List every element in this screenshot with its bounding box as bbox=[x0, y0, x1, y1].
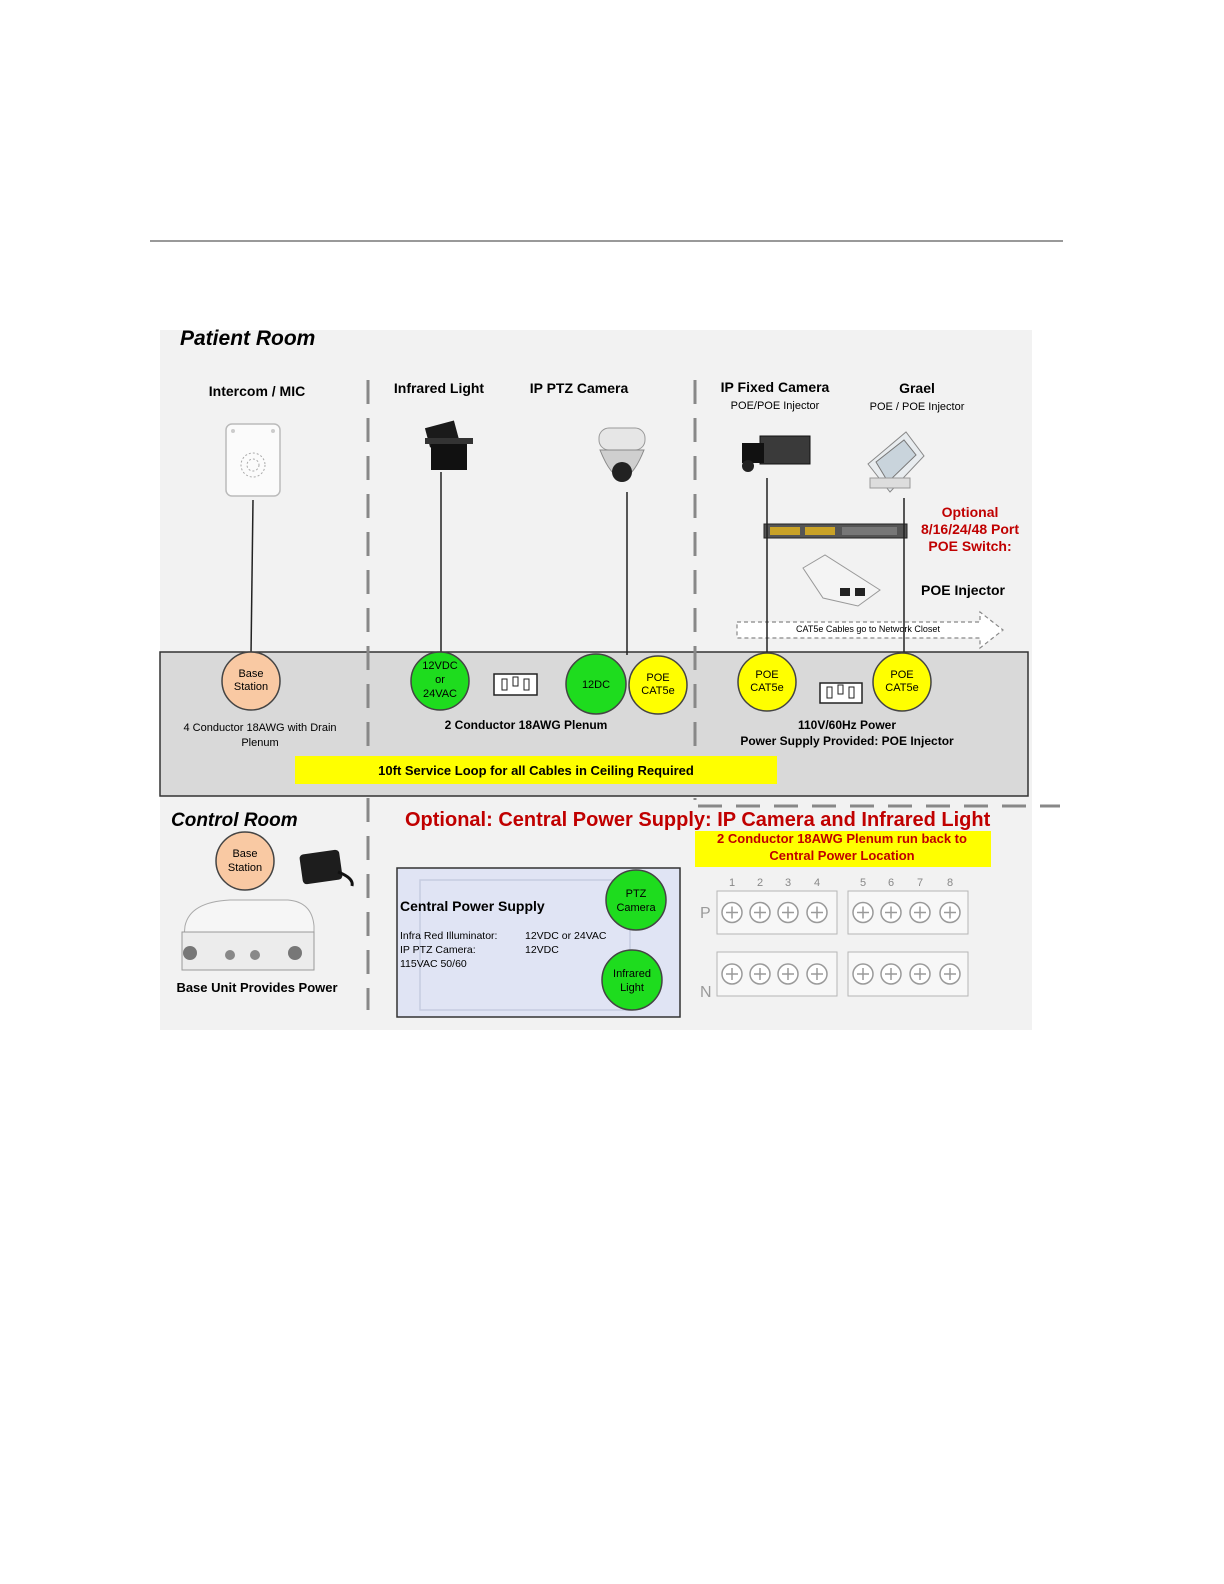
grael-label: Grael bbox=[899, 380, 935, 396]
central-power-box-title: Central Power Supply bbox=[400, 898, 545, 914]
cable-plenum-note: 2 Conductor 18AWG Plenum bbox=[445, 718, 608, 732]
spec-value-1: 12VDC or 24VAC bbox=[525, 930, 607, 942]
intercom-label: Intercom / MIC bbox=[209, 383, 305, 399]
poe-switch-icon bbox=[764, 524, 907, 538]
ceiling-poe-ptz-line1: POE bbox=[646, 672, 669, 684]
power-note-line1: 110V/60Hz Power bbox=[798, 718, 896, 732]
grael-sublabel: POE / POE Injector bbox=[870, 401, 965, 413]
central-power-note-line2: Central Power Location bbox=[769, 848, 914, 863]
power-note-line2: Power Supply Provided: POE Injector bbox=[740, 734, 954, 748]
infrared-label: Infrared Light bbox=[394, 380, 485, 396]
psu-ptz-line1: PTZ bbox=[626, 888, 647, 900]
optional-switch-line1: Optional bbox=[942, 504, 999, 520]
intercom-device-icon bbox=[226, 424, 280, 496]
central-power-note-line1: 2 Conductor 18AWG Plenum run back to bbox=[717, 831, 967, 846]
control-room-title: Control Room bbox=[171, 810, 298, 831]
fixed-camera-label: IP Fixed Camera bbox=[721, 379, 830, 395]
terminal-number: 7 bbox=[917, 877, 923, 889]
base-unit-note: Base Unit Provides Power bbox=[176, 980, 337, 995]
optional-switch-line2: 8/16/24/48 Port bbox=[921, 521, 1019, 537]
ceiling-poe-ptz-line2: CAT5e bbox=[641, 685, 674, 697]
power-outlet-icon-right bbox=[820, 683, 862, 703]
poe-injector-label: POE Injector bbox=[921, 582, 1006, 598]
psu-ir-circle bbox=[602, 950, 662, 1010]
spec-name-1: Infra Red Illuminator: bbox=[400, 930, 497, 942]
cat5e-arrow-label: CAT5e Cables go to Network Closet bbox=[796, 624, 940, 634]
control-base-station-line1: Base bbox=[232, 848, 257, 860]
fixed-camera-sublabel: POE/POE Injector bbox=[731, 400, 820, 412]
ceiling-poe-fixed-line2: CAT5e bbox=[750, 682, 783, 694]
central-power-title: Optional: Central Power Supply: IP Camer… bbox=[405, 809, 991, 831]
ceiling-poe-fixed-line1: POE bbox=[755, 669, 778, 681]
spec-name-2: IP PTZ Camera: bbox=[400, 944, 476, 956]
ceiling-ptz-power-label: 12DC bbox=[582, 679, 610, 691]
terminal-number: 6 bbox=[888, 877, 894, 889]
terminal-number: 4 bbox=[814, 877, 820, 889]
terminal-number: 2 bbox=[757, 877, 763, 889]
psu-ptz-line2: Camera bbox=[616, 902, 656, 914]
control-base-station-circle bbox=[216, 832, 274, 890]
terminal-row-p: P bbox=[700, 905, 711, 922]
service-loop-text: 10ft Service Loop for all Cables in Ceil… bbox=[378, 763, 694, 778]
optional-switch-line3: POE Switch: bbox=[928, 538, 1011, 554]
ceiling-ir-power-line3: 24VAC bbox=[423, 688, 457, 700]
terminal-number: 3 bbox=[785, 877, 791, 889]
ceiling-ir-power-line2: or bbox=[435, 674, 445, 686]
psu-ir-line2: Light bbox=[620, 982, 644, 994]
psu-ir-line1: Infrared bbox=[613, 968, 651, 980]
ceiling-poe-grael-line2: CAT5e bbox=[885, 682, 918, 694]
base-unit-icon bbox=[182, 900, 314, 970]
ceiling-poe-grael-line1: POE bbox=[890, 669, 913, 681]
cable-intercom-note-line1: 4 Conductor 18AWG with Drain bbox=[183, 722, 336, 734]
control-base-station-line2: Station bbox=[228, 862, 262, 874]
cable-intercom-note-line2: Plenum bbox=[241, 737, 278, 749]
ceiling-ir-power-line1: 12VDC bbox=[422, 660, 458, 672]
spec-name-3: 115VAC 50/60 bbox=[400, 958, 467, 970]
terminal-number: 5 bbox=[860, 877, 866, 889]
power-outlet-icon-left bbox=[494, 674, 537, 695]
terminal-number: 8 bbox=[947, 877, 953, 889]
ptz-camera-label: IP PTZ Camera bbox=[530, 380, 629, 396]
ceiling-base-station-line1: Base bbox=[238, 668, 263, 680]
terminal-row-n: N bbox=[700, 984, 712, 1001]
ceiling-base-station-line2: Station bbox=[234, 681, 268, 693]
terminal-number: 1 bbox=[729, 877, 735, 889]
patient-room-title: Patient Room bbox=[180, 327, 315, 350]
psu-ptz-circle bbox=[606, 870, 666, 930]
spec-value-2: 12VDC bbox=[525, 944, 559, 956]
